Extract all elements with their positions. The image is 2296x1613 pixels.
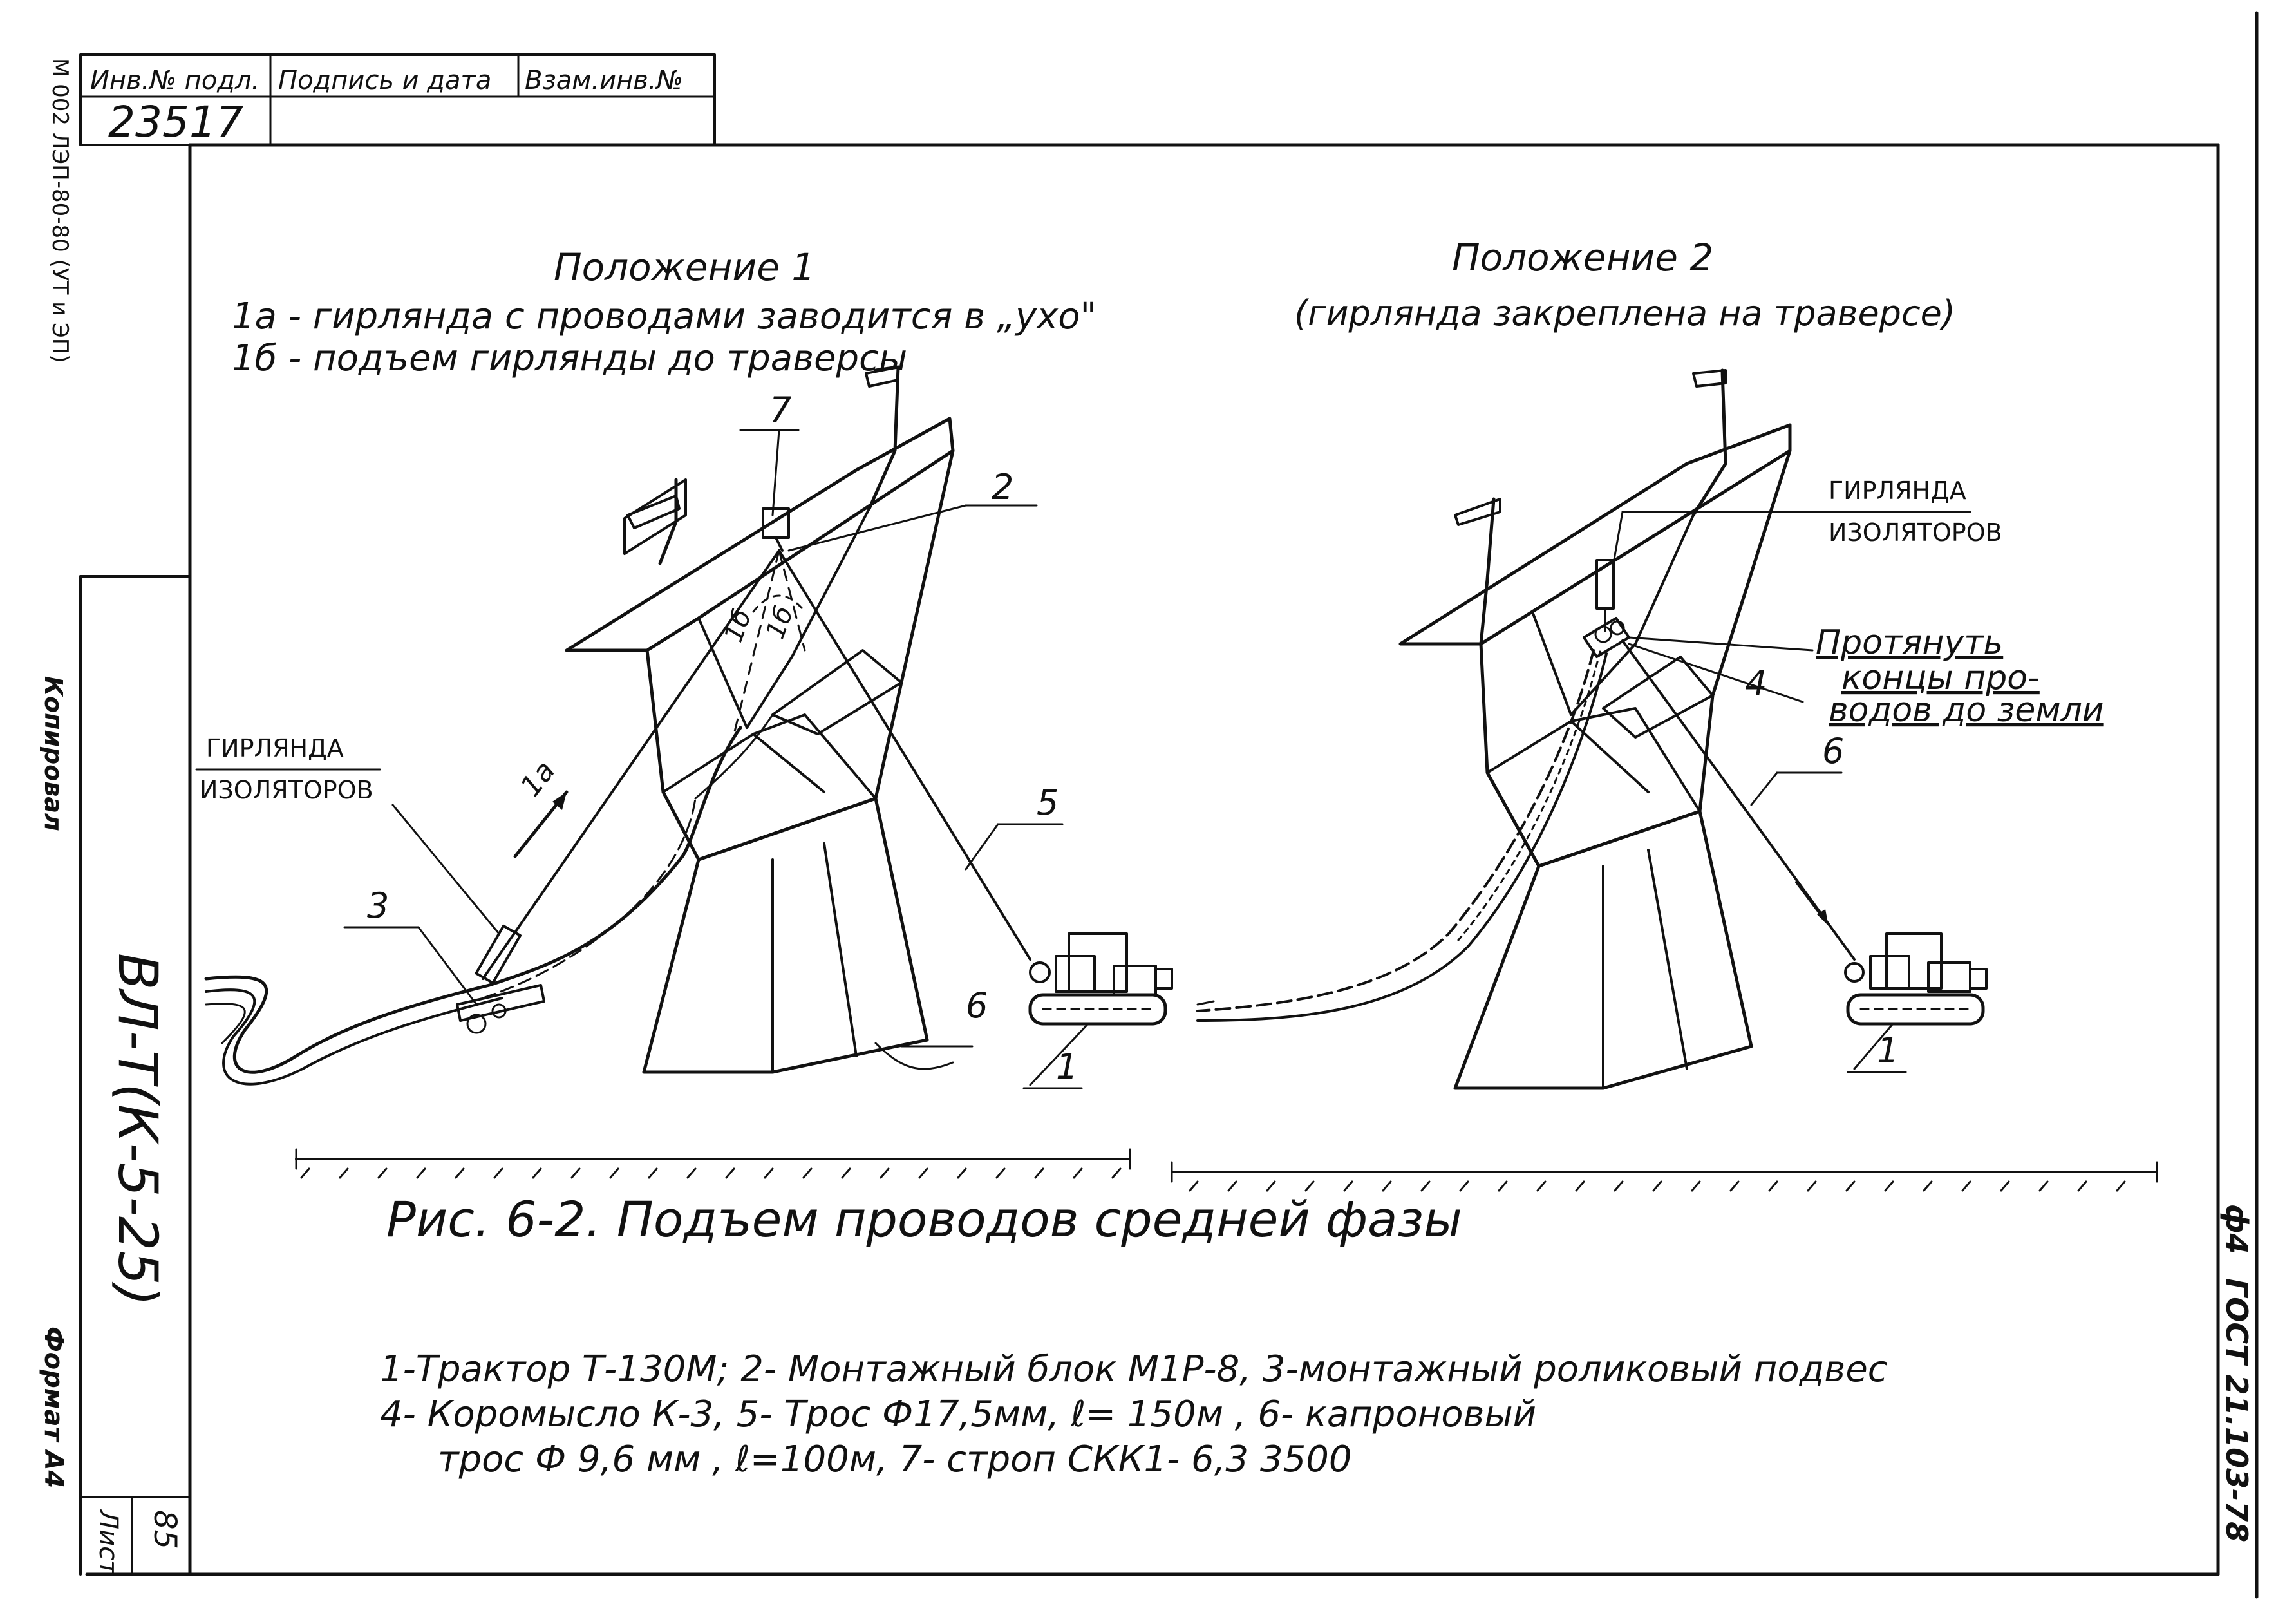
legend-line-3: трос Ф 9,6 мм , ℓ=100м, 7- строп СКК1- 6… — [438, 1438, 1351, 1480]
pull-label-1: Протянуть — [1816, 623, 2003, 662]
yoke-4 — [1583, 617, 1630, 658]
legend-line-2: 4- Коромысло К-3, 5- Трос Ф17,5мм, ℓ= 15… — [380, 1393, 1536, 1435]
line-code: ВЛ-Т(К-5-25) — [106, 953, 169, 1306]
stamp-inv-label: Инв.№ подл. — [90, 66, 259, 95]
insulator-string-1 — [475, 924, 522, 985]
callout-6b: 6 — [1822, 731, 1844, 771]
legend-line-1: 1-Трактор Т-130М; 2- Монтажный блок М1Р-… — [380, 1348, 1888, 1390]
gost-label: ГОСТ 21.103-78 — [2219, 1278, 2254, 1542]
pull-label-3: водов до земли — [1829, 691, 2104, 730]
position-1-callouts: 7 2 5 3 6 1 — [343, 390, 1089, 1089]
sheet-number: 85 — [147, 1510, 183, 1549]
wire-bundle-2 — [1196, 649, 1595, 1012]
callout-1b: 1 — [1877, 1030, 1899, 1071]
right-strip: ф4 ГОСТ 21.103-78 Формат А4 — [39, 1204, 2254, 1542]
position-2-subtitle: (гирлянда закреплена на траверсе) — [1294, 293, 1955, 334]
figure-caption: Рис. 6-2. Подъем проводов средней фазы — [386, 1191, 1462, 1248]
position-1-diagram: Положение 1 1а - гирлянда с проводами за… — [195, 245, 1173, 1089]
hoist-rope — [482, 549, 780, 980]
position-2-insulator-label-1: ГИРЛЯНДА — [1829, 476, 1966, 505]
stamp-sign-label: Подпись и дата — [278, 66, 491, 95]
pull-label-2: концы про- — [1841, 659, 2040, 697]
position-1-line-b: 1б - подъем гирлянды до траверсы — [232, 337, 907, 379]
roller-pulley-3 — [456, 924, 545, 1034]
copy-label: Копировал — [39, 676, 68, 831]
position-1-line-a: 1а - гирлянда с проводами заводится в „у… — [232, 296, 1096, 337]
callout-6: 6 — [966, 985, 988, 1026]
position-2-insulator-label-2: ИЗОЛЯТОРОВ — [1829, 518, 2002, 547]
callout-1: 1 — [1056, 1046, 1078, 1087]
tower-2 — [1398, 368, 1792, 1090]
arrow-label-1a: 1а — [514, 755, 561, 803]
left-strip: М 002 ЛЭП-80-80 (УТ и ЭП) Копировал ВЛ-Т… — [39, 58, 191, 1576]
left-top-note: М 002 ЛЭП-80-80 (УТ и ЭП) — [47, 58, 73, 363]
callout-4: 4 — [1745, 663, 1767, 704]
callout-7: 7 — [769, 390, 791, 430]
inventory-number: 23517 — [108, 97, 243, 147]
ground-lines — [295, 1148, 2158, 1192]
tractor-1 — [1028, 932, 1173, 1026]
position-1-insulator-label-2: ИЗОЛЯТОРОВ — [200, 776, 373, 804]
tower-1 — [565, 365, 955, 1074]
position-1-insulator-label-1: ГИРЛЯНДА — [206, 734, 344, 762]
position-1-title: Положение 1 — [554, 245, 815, 289]
wire-bundle-1 — [204, 726, 742, 1074]
callout-5: 5 — [1037, 782, 1059, 823]
position-2-title: Положение 2 — [1452, 236, 1713, 279]
sheet-label: Лист — [93, 1509, 123, 1576]
stamp-vzam-label: Взам.инв.№ — [525, 66, 683, 95]
tractor-2 — [1844, 932, 1988, 1026]
approval-stamp: Инв.№ подл. Подпись и дата Взам.инв.№ 23… — [79, 53, 716, 147]
position-2-diagram: Положение 2 (гирлянда закреплена на трав… — [1196, 236, 2104, 1090]
format-label: Формат А4 — [39, 1326, 68, 1488]
rope-5 — [778, 549, 1031, 961]
callout-3: 3 — [367, 885, 389, 926]
callout-2: 2 — [992, 467, 1013, 507]
f-label: ф4 — [2219, 1204, 2254, 1254]
